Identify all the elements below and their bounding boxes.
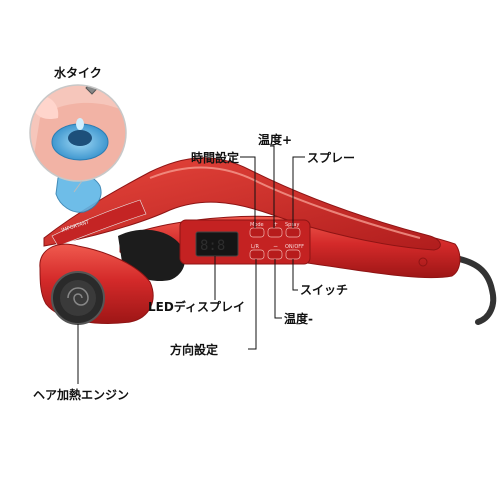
label-switch: スイッチ (300, 283, 349, 297)
lr-button[interactable]: L/R (249, 244, 265, 260)
power-cord (452, 255, 497, 325)
svg-text:+: + (273, 221, 278, 228)
temp-up-button[interactable]: + (267, 221, 283, 238)
water-drop (76, 118, 84, 130)
mode-button[interactable]: Mode (249, 222, 265, 238)
water-cup-opening (68, 130, 92, 146)
water-tank-zoom-inset (29, 84, 127, 182)
svg-text:Spray: Spray (285, 222, 299, 228)
motor-core (60, 280, 96, 316)
handle-indicator (418, 257, 428, 267)
motor-spiral (67, 287, 89, 306)
led-display (195, 231, 239, 257)
svg-text:L/R: L/R (251, 244, 259, 250)
label-temp-up: 温度+ (258, 133, 293, 147)
led-digits: 8:8 (200, 238, 225, 254)
label-temp-down: 温度- (284, 312, 313, 326)
svg-text:−: − (273, 243, 278, 250)
leader-lines (77, 145, 305, 384)
warning-sticker (51, 199, 147, 247)
svg-text:Mode: Mode (250, 222, 264, 228)
label-led-display: LEDディスプレイ (148, 300, 245, 314)
svg-text:ON/OFF: ON/OFF (285, 244, 304, 250)
label-direction-setting: 方向設定 (170, 343, 219, 357)
upper-arm (43, 157, 441, 251)
label-motor: ヘア加熱エンジン (33, 388, 130, 402)
label-time-setting: 時間設定 (191, 151, 240, 165)
label-water-tank: 水タイク (54, 66, 102, 80)
water-callout-line (73, 180, 83, 193)
label-spray: スプレー (307, 151, 356, 165)
upper-arm-highlight (149, 166, 421, 239)
